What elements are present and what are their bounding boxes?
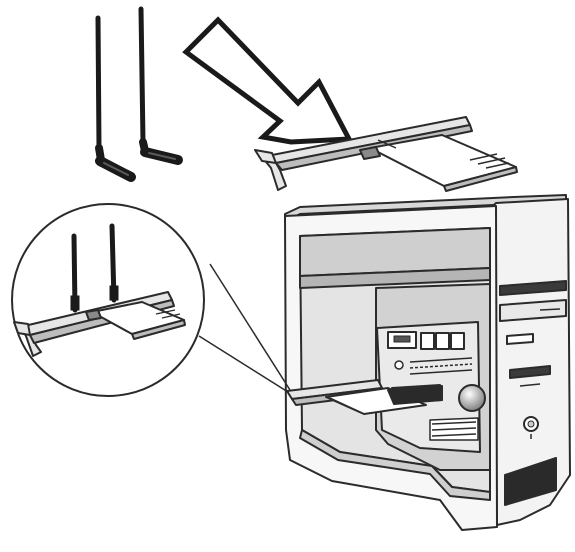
computer-tower-icon (285, 195, 570, 530)
antenna-icon (141, 9, 178, 160)
loose-antennas (98, 9, 178, 177)
magnifier-icon (12, 204, 290, 396)
callout-leader (210, 264, 290, 390)
callout-circle (12, 204, 204, 396)
callout-leader (199, 336, 288, 392)
cpu-cooler (459, 385, 485, 411)
arrow-icon (186, 20, 349, 142)
antenna-icon (98, 18, 131, 177)
io-ports (388, 332, 464, 349)
